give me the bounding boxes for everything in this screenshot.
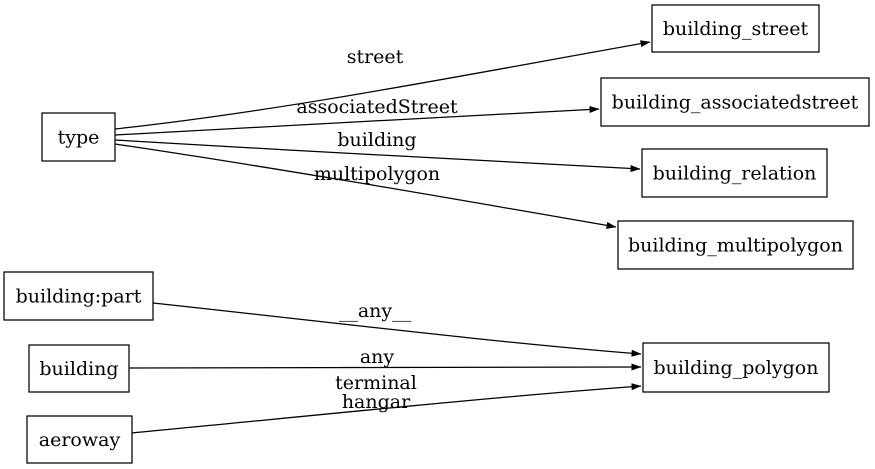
node-box-building_polygon: [642, 342, 830, 393]
node-box-building_multipolygon: [617, 220, 854, 270]
node-box-building: [28, 344, 130, 393]
node-aeroway: aeroway: [26, 415, 133, 464]
node-label-building_polygon: building_polygon: [654, 357, 819, 379]
node-label-building_associatedstreet: building_associatedstreet: [612, 92, 859, 114]
node-box-building_relation: [641, 148, 828, 198]
node-label-building: building: [39, 358, 118, 380]
node-building-part: building:part: [3, 271, 154, 321]
node-label-building_street: building_street: [663, 18, 809, 40]
edge-building-to-building_polygon: [128, 363, 642, 371]
nodes-layer: type building_street building_associatedst…: [3, 4, 870, 464]
node-label-building-part: building:part: [16, 286, 142, 308]
node-box-type: [41, 112, 116, 162]
edge-aeroway-to-building_polygon: [131, 383, 642, 434]
edge-label-terminal: terminal: [335, 372, 417, 394]
edge-label-street: street: [347, 46, 404, 68]
edges-layer: [114, 40, 651, 434]
edge-label-building: building: [337, 129, 416, 151]
node-building_relation: building_relation: [641, 148, 828, 198]
node-label-building_relation: building_relation: [653, 163, 817, 185]
node-building: building: [28, 344, 130, 393]
node-box-aeroway: [26, 415, 133, 464]
node-box-building-part: [3, 271, 154, 321]
edge-label-hangar: hangar: [342, 391, 411, 413]
edge-labels-layer: street associatedStreet building multipolyg…: [296, 46, 458, 413]
node-label-aeroway: aeroway: [39, 429, 121, 451]
node-box-building_street: [651, 4, 820, 53]
node-building_street: building_street: [651, 4, 820, 53]
node-type: type: [41, 112, 116, 162]
edge-type-to-building_street: [114, 40, 651, 130]
node-building_polygon: building_polygon: [642, 342, 830, 393]
node-building_multipolygon: building_multipolygon: [617, 220, 854, 270]
node-building_associatedstreet: building_associatedstreet: [600, 77, 870, 127]
edge-label-associatedStreet: associatedStreet: [296, 96, 458, 118]
edge-label--any-: __any__: [339, 300, 412, 322]
edge-type-to-building_relation: [114, 139, 641, 173]
edge-type-to-building_associatedstreet: [114, 105, 600, 136]
edge-label-multipolygon: multipolygon: [314, 163, 440, 185]
edge-type-to-building_multipolygon: [114, 143, 617, 229]
node-label-building_multipolygon: building_multipolygon: [628, 235, 843, 257]
node-label-type: type: [58, 127, 100, 149]
node-box-building_associatedstreet: [600, 77, 870, 127]
edge-label--any-: __any__: [341, 346, 414, 368]
edge-building-part-to-building_polygon: [152, 302, 642, 357]
